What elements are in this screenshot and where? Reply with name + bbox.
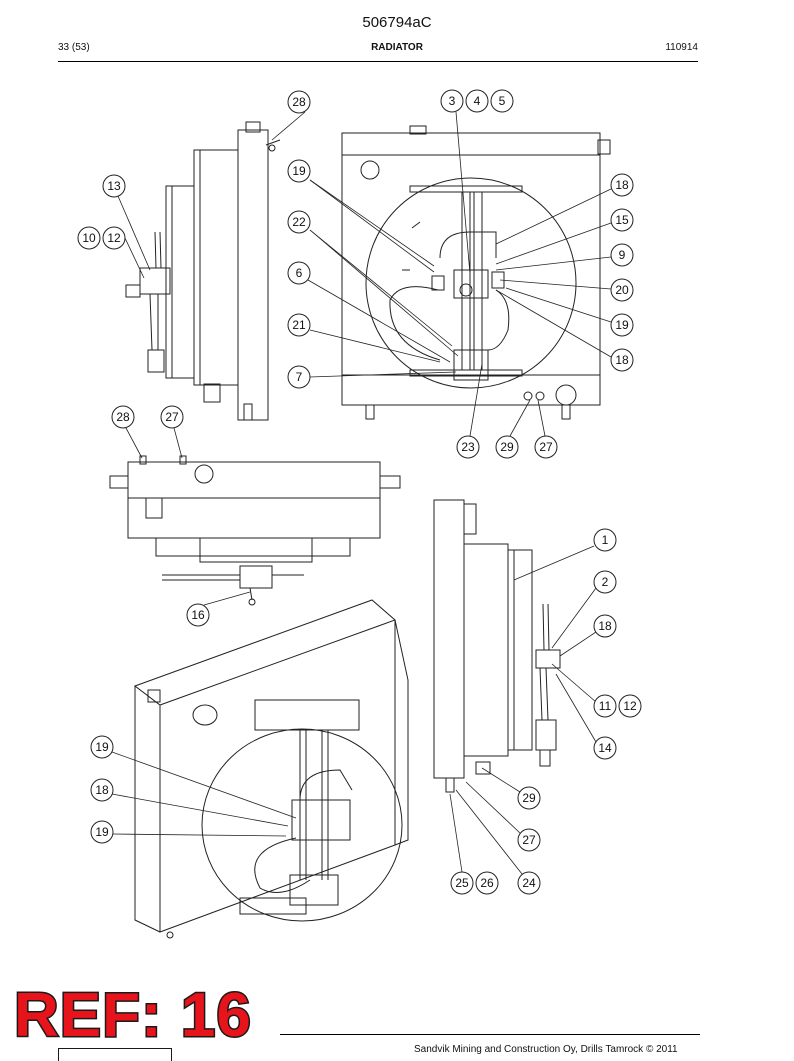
svg-text:19: 19: [615, 318, 629, 332]
callout-2: 2: [593, 570, 617, 594]
svg-text:6: 6: [296, 266, 303, 280]
callout-18-a: 18: [610, 173, 634, 197]
callout-29-a: 29: [495, 435, 519, 459]
callout-16: 16: [186, 603, 210, 627]
callout-6: 6: [287, 261, 311, 285]
sandvik-logo: [58, 1048, 172, 1061]
svg-text:12: 12: [107, 231, 121, 245]
svg-text:18: 18: [615, 178, 629, 192]
ref-stamp: REF: 16: [13, 980, 253, 1052]
svg-text:19: 19: [95, 740, 109, 754]
callout-23: 23: [456, 435, 480, 459]
side-view-top-left: [125, 121, 281, 421]
callout-19-c: 19: [90, 735, 114, 759]
leader-lines: [111, 111, 612, 875]
svg-text:11: 11: [599, 699, 612, 713]
svg-text:23: 23: [461, 440, 475, 454]
callout-24: 24: [517, 871, 541, 895]
header-rule: [58, 61, 698, 62]
callout-7: 7: [287, 365, 311, 389]
svg-text:19: 19: [95, 825, 109, 839]
callout-28-top: 28: [287, 90, 311, 114]
callout-29-b: 29: [517, 786, 541, 810]
callout-26: 26: [475, 871, 499, 895]
svg-text:22: 22: [292, 215, 306, 229]
callout-28-b: 28: [111, 405, 135, 429]
callout-19-a: 19: [287, 159, 311, 183]
svg-text:29: 29: [500, 440, 514, 454]
page-number: 33 (53): [58, 42, 90, 53]
svg-text:14: 14: [598, 741, 612, 755]
svg-text:13: 13: [107, 179, 121, 193]
front-view-top-right: [341, 125, 611, 420]
svg-text:9: 9: [619, 248, 626, 262]
svg-text:19: 19: [292, 164, 306, 178]
svg-text:1: 1: [602, 533, 609, 547]
callout-18-c: 18: [593, 614, 617, 638]
callout-27-c: 27: [517, 828, 541, 852]
svg-text:29: 29: [522, 791, 536, 805]
svg-text:5: 5: [499, 94, 506, 108]
callout-4: 4: [465, 89, 489, 113]
svg-text:15: 15: [615, 213, 629, 227]
svg-text:12: 12: [623, 699, 637, 713]
callout-25: 25: [450, 871, 474, 895]
callout-19-b: 19: [610, 313, 634, 337]
callout-3: 3: [440, 89, 464, 113]
callout-12-b: 12: [618, 694, 642, 718]
date-code: 110914: [665, 42, 698, 53]
footer-rule: [280, 1034, 700, 1035]
svg-text:27: 27: [165, 410, 179, 424]
svg-text:21: 21: [292, 318, 306, 332]
callout-22: 22: [287, 210, 311, 234]
callout-9: 9: [610, 243, 634, 267]
svg-text:25: 25: [455, 876, 469, 890]
callout-18-b: 18: [610, 348, 634, 372]
svg-text:16: 16: [191, 608, 205, 622]
callout-5: 5: [490, 89, 514, 113]
svg-text:2: 2: [602, 575, 609, 589]
callout-12-a: 12: [102, 226, 126, 250]
callout-19-d: 19: [90, 820, 114, 844]
callout-13: 13: [102, 174, 126, 198]
svg-text:24: 24: [522, 876, 536, 890]
callout-27-b: 27: [160, 405, 184, 429]
callout-1: 1: [593, 528, 617, 552]
side-view-middle-right: [433, 499, 561, 793]
document-number: 506794aC: [362, 14, 432, 31]
svg-text:27: 27: [539, 440, 553, 454]
svg-text:27: 27: [522, 833, 536, 847]
svg-text:7: 7: [296, 370, 303, 384]
callout-18-d: 18: [90, 778, 114, 802]
svg-text:18: 18: [615, 353, 629, 367]
svg-text:3: 3: [449, 94, 456, 108]
svg-text:18: 18: [95, 783, 109, 797]
svg-text:28: 28: [116, 410, 130, 424]
callout-21: 21: [287, 313, 311, 337]
callout-10-a: 10: [77, 226, 101, 250]
footer-copyright: Sandvik Mining and Construction Oy, Dril…: [414, 1044, 678, 1055]
svg-text:10: 10: [82, 231, 96, 245]
svg-text:26: 26: [480, 876, 494, 890]
isometric-view: [133, 599, 409, 939]
svg-text:18: 18: [598, 619, 612, 633]
callout-20: 20: [610, 278, 634, 302]
callout-bubbles: 28 3 4 5 19 18 13 15 10 12 22 9 6 20 19 …: [77, 89, 642, 895]
page-title: RADIATOR: [371, 42, 423, 53]
svg-text:20: 20: [615, 283, 629, 297]
callout-11: 11: [593, 694, 617, 718]
svg-text:4: 4: [474, 94, 481, 108]
callout-27-a: 27: [534, 435, 558, 459]
callout-14: 14: [593, 736, 617, 760]
svg-text:28: 28: [292, 95, 306, 109]
top-view-middle: [109, 455, 401, 606]
callout-15: 15: [610, 208, 634, 232]
